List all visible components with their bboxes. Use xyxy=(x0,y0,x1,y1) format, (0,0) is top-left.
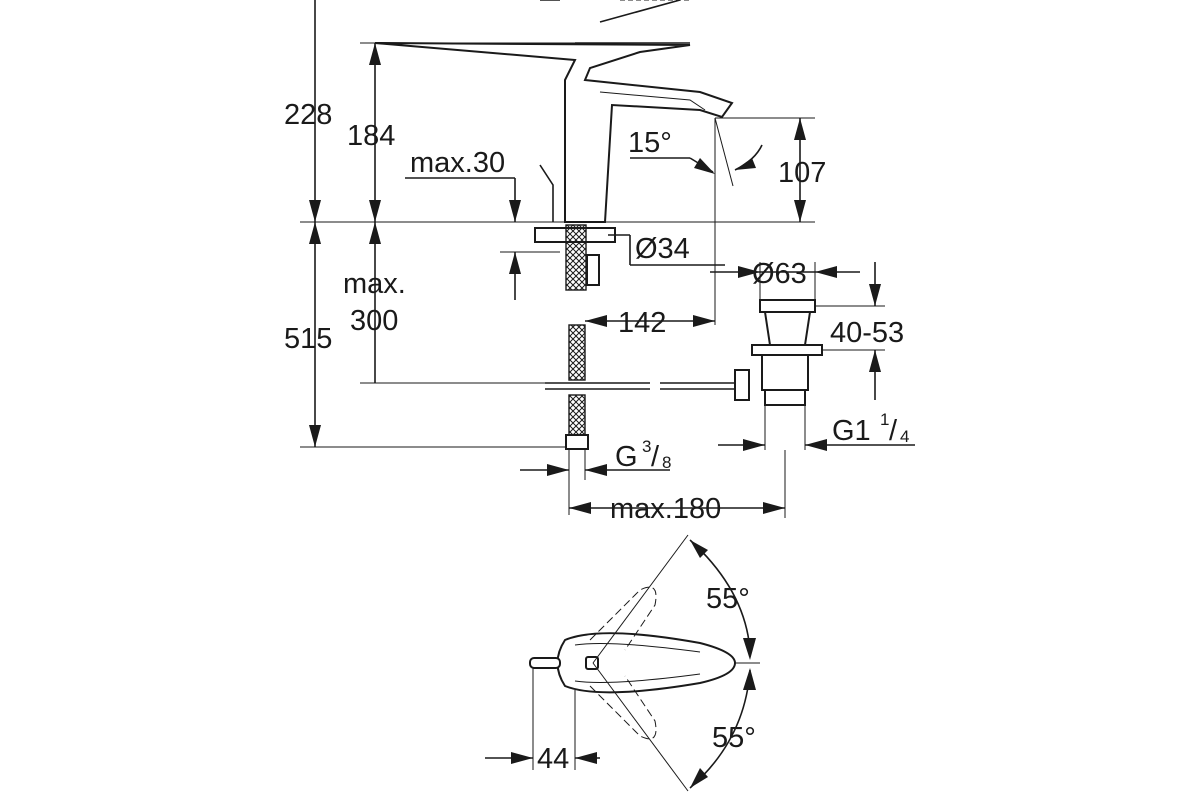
dimension-g-3-8: G 3 / 8 xyxy=(520,437,671,515)
dimension-15deg: 15° xyxy=(628,117,763,187)
label-handle-angle-top: 55° xyxy=(706,583,750,615)
dimension-515: 515 xyxy=(284,222,332,447)
faucet-body xyxy=(374,0,734,223)
label-hole-diameter: Ø34 xyxy=(635,233,690,265)
label-inlet-thread-den: 8 xyxy=(662,453,671,472)
dimension-107: 107 xyxy=(778,118,826,222)
label-handle-offset: 44 xyxy=(537,743,569,775)
dimension-184: 184 xyxy=(347,43,395,222)
label-spout-height: 184 xyxy=(347,120,395,152)
waste-valve xyxy=(751,299,823,450)
supply-hose xyxy=(545,324,750,450)
dimension-44: 44 xyxy=(485,668,600,775)
dimension-d34: Ø34 xyxy=(534,224,725,291)
svg-text:/: / xyxy=(651,441,660,473)
dimension-max-180: max.180 xyxy=(569,450,786,525)
dimension-228: 228 xyxy=(284,0,332,222)
label-outlet-height: 107 xyxy=(778,157,826,189)
label-waste-thread-num: 1 xyxy=(880,410,889,429)
label-waste-thread-den: 4 xyxy=(900,427,909,446)
label-inlet-thread: G xyxy=(615,441,638,473)
dimension-142: 142 xyxy=(585,307,715,339)
label-hose-length: 515 xyxy=(284,323,332,355)
label-waste-diameter: Ø63 xyxy=(752,258,807,290)
dimension-40-53: 40-53 xyxy=(815,262,904,400)
label-max: max. xyxy=(343,268,406,300)
label-handle-angle-bottom: 55° xyxy=(712,722,756,754)
label-waste-thread: G1 xyxy=(832,415,871,447)
label-waste-range: 40-53 xyxy=(830,317,904,349)
label-max-offset: max.180 xyxy=(610,493,721,525)
label-inlet-thread-num: 3 xyxy=(642,437,651,456)
svg-text:/: / xyxy=(889,415,898,447)
dimension-max-30: max.30 xyxy=(405,147,560,300)
dimension-d63: Ø63 xyxy=(710,258,860,300)
label-max-30: max.30 xyxy=(410,147,505,179)
label-spout-angle: 15° xyxy=(628,127,672,159)
label-overall-height: 228 xyxy=(284,99,332,131)
label-projection: 142 xyxy=(618,307,666,339)
faucet-top-view: 55° 55° xyxy=(529,534,760,792)
label-max-tail: 300 xyxy=(350,305,398,337)
dimension-max-300: max. 300 xyxy=(343,222,406,383)
dimension-g1-1-4: G1 1 / 4 xyxy=(718,410,915,451)
